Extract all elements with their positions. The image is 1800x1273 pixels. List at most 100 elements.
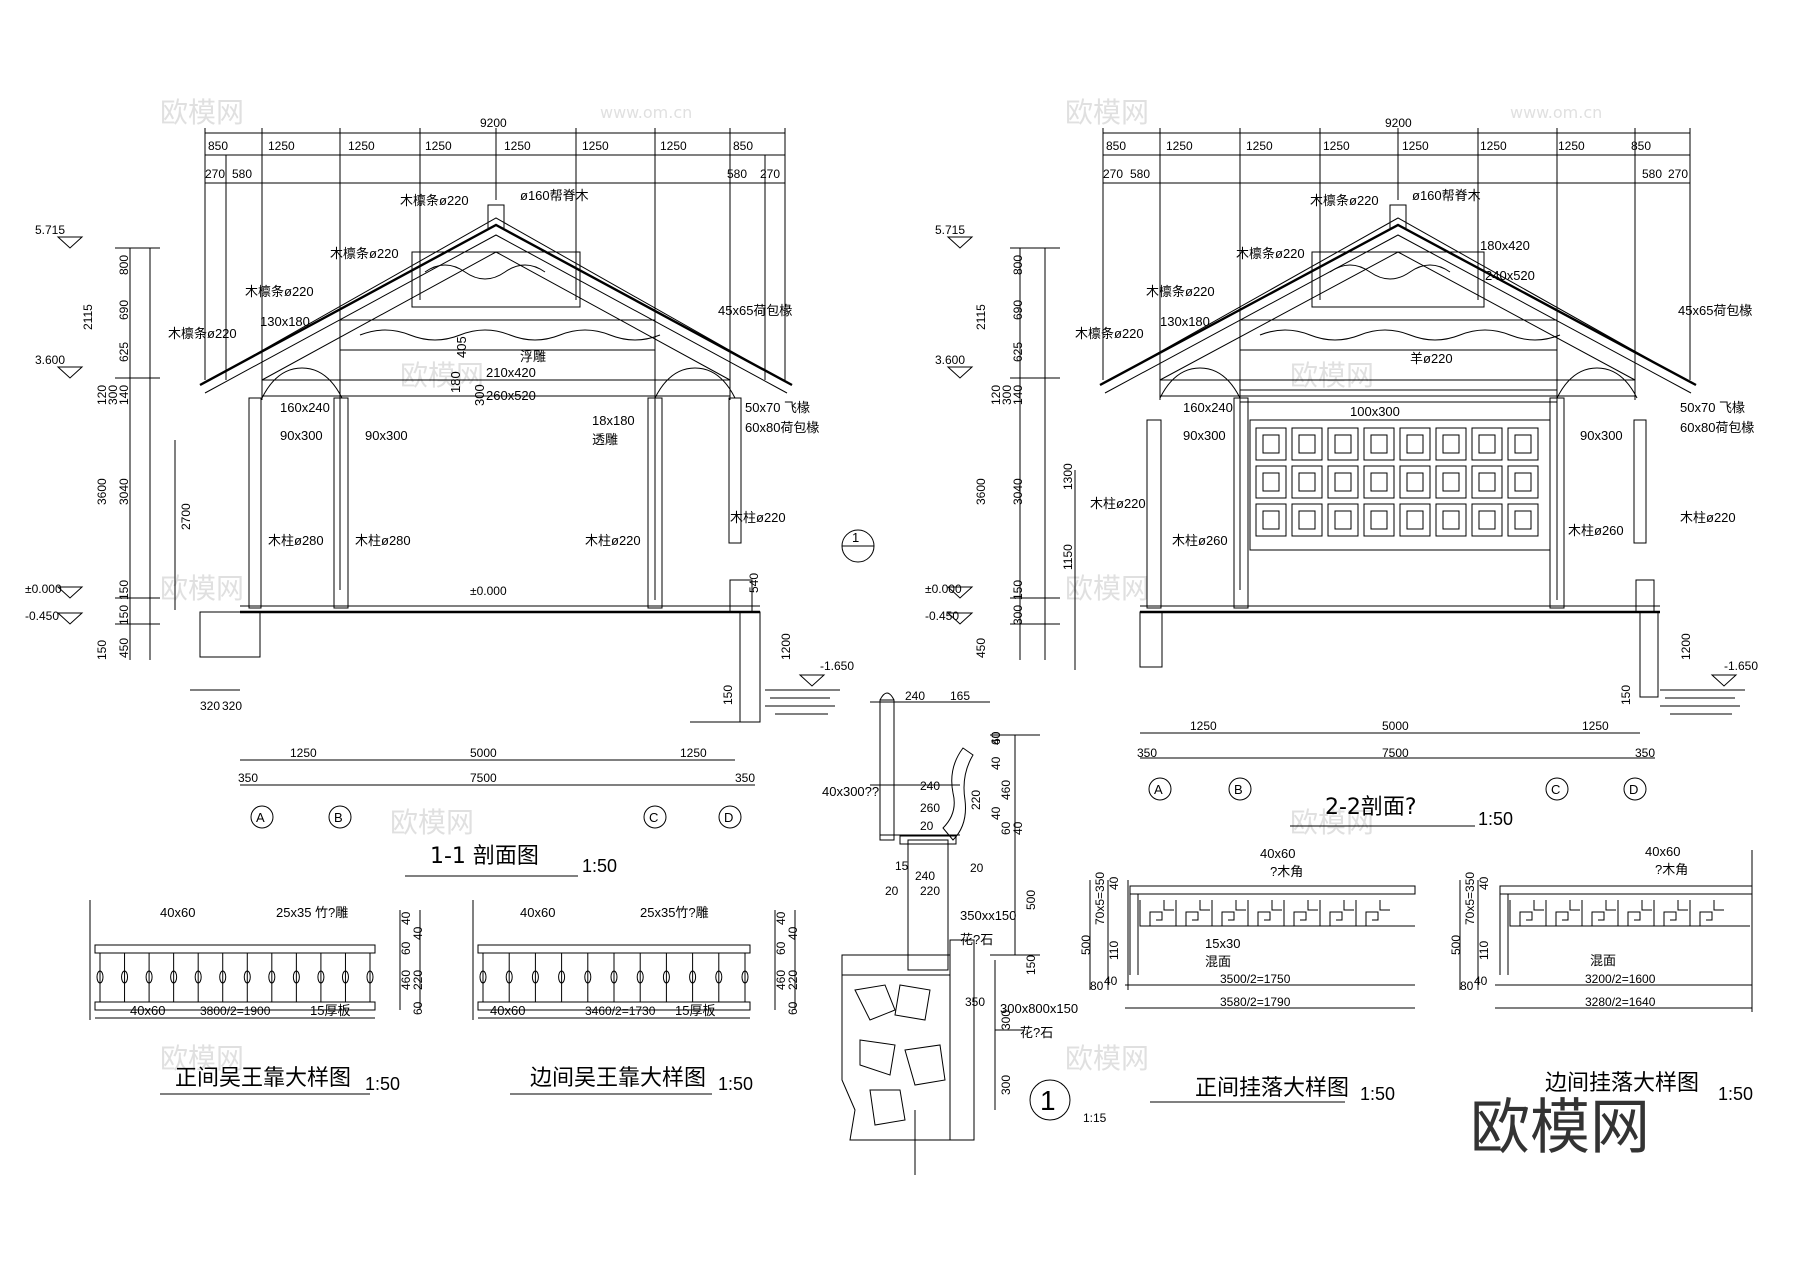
section-title: 2-2剖面? xyxy=(1325,795,1417,820)
watermark-brand: 欧模网 xyxy=(1470,1093,1650,1163)
sub-dim: 270 xyxy=(205,167,225,181)
balusters xyxy=(479,953,749,1002)
detail-title: 边间吴王靠大样图 xyxy=(530,1066,706,1091)
left-dim: 3040 xyxy=(1011,478,1025,505)
bottom-dim: 1250 xyxy=(680,746,707,760)
side-dim: 60 xyxy=(399,941,413,955)
detail-label: 3800/2=1900 xyxy=(200,1004,271,1018)
detail-label: 15厚板 xyxy=(310,1003,350,1018)
sub-dim: 270 xyxy=(760,167,780,181)
detail-label: 40x60 xyxy=(1260,846,1295,861)
annotation-label: 210x420 xyxy=(486,365,536,380)
axis-label: A xyxy=(1154,782,1163,797)
left-dim: 140 xyxy=(117,385,131,405)
annotation-label: 90x300 xyxy=(1183,428,1226,443)
axis-label: C xyxy=(1551,782,1560,797)
balusters xyxy=(96,953,374,1002)
axis-bubbles: A B C D xyxy=(250,805,742,829)
top-dim: 1250 xyxy=(660,139,687,153)
detail-dim: 60 xyxy=(999,821,1013,835)
side-dim: 60 xyxy=(774,941,788,955)
detail-dim: 220 xyxy=(920,884,940,898)
detail-dim: 40 xyxy=(989,756,1003,770)
watermark-text: 欧模网 xyxy=(400,359,484,392)
top-dim: 1250 xyxy=(582,139,609,153)
detail-dim: 60 xyxy=(989,731,1003,745)
annotation-label: 木柱ø220 xyxy=(730,510,786,525)
left-dim: 450 xyxy=(117,638,131,658)
detail-label: 3200/2=1600 xyxy=(1585,972,1656,986)
annotation-label: ø160帮脊木 xyxy=(1412,188,1481,203)
detail-wukao-side: 40x60 25x35竹?雕 40x60 3460/2=1730 15厚板 40… xyxy=(472,900,800,1095)
watermark-url: www.om.cn xyxy=(1510,103,1602,122)
watermark-text: 欧模网 xyxy=(1290,359,1374,392)
detail-label: 40x60 xyxy=(130,1003,165,1018)
axis-label: A xyxy=(256,810,265,825)
left-dim: 320 xyxy=(222,699,242,713)
annotation-label: 透雕 xyxy=(592,432,618,447)
level-label: 5.715 xyxy=(935,223,965,237)
detail-label: 25x35竹?雕 xyxy=(640,905,709,920)
annotation-label: 180x420 xyxy=(1480,238,1530,253)
side-dim: 40 xyxy=(786,926,800,940)
sub-dim: 580 xyxy=(232,167,252,181)
side-dim: 60 xyxy=(411,1001,425,1015)
top-dim: 1250 xyxy=(268,139,295,153)
side-dim: 460 xyxy=(774,970,788,990)
annotation-label: 90x300 xyxy=(280,428,323,443)
top-dim: 1250 xyxy=(1402,139,1429,153)
annotation-label: 60x80荷包椽 xyxy=(1680,420,1754,435)
detail-dim: 260 xyxy=(920,801,940,815)
right-dim: 150 xyxy=(721,685,735,705)
side-dim: 220 xyxy=(411,970,425,990)
level-label: -0.450 xyxy=(25,609,59,623)
detail-label: 3280/2=1640 xyxy=(1585,995,1656,1009)
level-label: 3.600 xyxy=(935,353,965,367)
level-label: 3.600 xyxy=(35,353,65,367)
detail-dim: 460 xyxy=(999,780,1013,800)
detail-label: 3460/2=1730 xyxy=(585,1004,656,1018)
detail-label: 300x800x150 xyxy=(1000,1001,1078,1016)
level-label: ±0.000 xyxy=(470,584,507,598)
top-total-dim: 9200 xyxy=(480,116,507,130)
top-dim: 1250 xyxy=(1480,139,1507,153)
detail-title: 边间挂落大样图 xyxy=(1545,1071,1699,1096)
top-dim: 1250 xyxy=(1166,139,1193,153)
watermark-url: www.om.cn xyxy=(600,103,692,122)
detail-label: 混面 xyxy=(1590,953,1616,968)
detail-dim: 240 xyxy=(920,779,940,793)
annotation-label: 60x80荷包椽 xyxy=(745,420,819,435)
side-dim: 40 xyxy=(774,911,788,925)
detail-label: 40x60 xyxy=(1645,844,1680,859)
detail-label: 花?石 xyxy=(1020,1025,1053,1040)
level-label: ±0.000 xyxy=(925,582,962,596)
top-dim: 850 xyxy=(1106,139,1126,153)
side-dim: 40 xyxy=(411,926,425,940)
left-dim: 150 xyxy=(1011,580,1025,600)
left-dim: 300 xyxy=(106,385,120,405)
annotation-label: 90x300 xyxy=(365,428,408,443)
watermark-text: 欧模网 xyxy=(1065,1042,1149,1075)
level-label: -0.450 xyxy=(925,609,959,623)
left-dim: 320 xyxy=(200,699,220,713)
bottom-dim: 7500 xyxy=(1382,746,1409,760)
detail-dim: 240 xyxy=(905,689,925,703)
left-dim: 690 xyxy=(1011,300,1025,320)
left-dim: 140 xyxy=(1011,385,1025,405)
level-label: ±0.000 xyxy=(25,582,62,596)
side-dim: 40 xyxy=(399,911,413,925)
axis-label: C xyxy=(649,810,658,825)
left-dim: 150 xyxy=(95,640,109,660)
side-dim: 70x5=350 xyxy=(1463,872,1477,925)
detail-dim: 15 xyxy=(895,859,909,873)
bottom-dim: 7500 xyxy=(470,771,497,785)
axis-label: B xyxy=(1234,782,1243,797)
axis-label: D xyxy=(1629,782,1638,797)
annotation-label: 木柱ø220 xyxy=(1680,510,1736,525)
left-dim: 450 xyxy=(974,638,988,658)
